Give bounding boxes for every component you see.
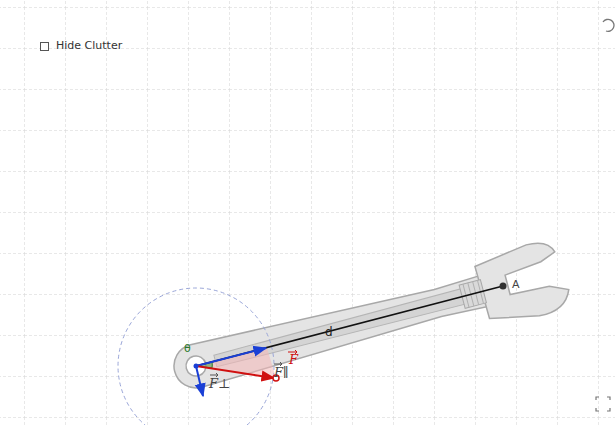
perpendicular-vector (196, 366, 203, 396)
checkbox (41, 43, 49, 51)
checkbox-label: Hide Clutter (56, 40, 122, 51)
parallel-label: F∥ (274, 366, 289, 379)
force-shade (196, 348, 276, 378)
wrench (166, 237, 573, 408)
fullscreen-icon (596, 397, 610, 411)
distance-label: d (325, 326, 333, 338)
force-label: F (289, 353, 298, 366)
distance-line (196, 286, 503, 366)
parallel-vector (196, 348, 266, 366)
pivot (194, 364, 199, 369)
force-vector (196, 366, 274, 378)
point-a (500, 283, 507, 290)
point-label: A (512, 279, 520, 290)
angle-label: θ (184, 343, 191, 354)
perpendicular-label: F⊥ (209, 377, 230, 390)
reset-icon (603, 19, 614, 31)
